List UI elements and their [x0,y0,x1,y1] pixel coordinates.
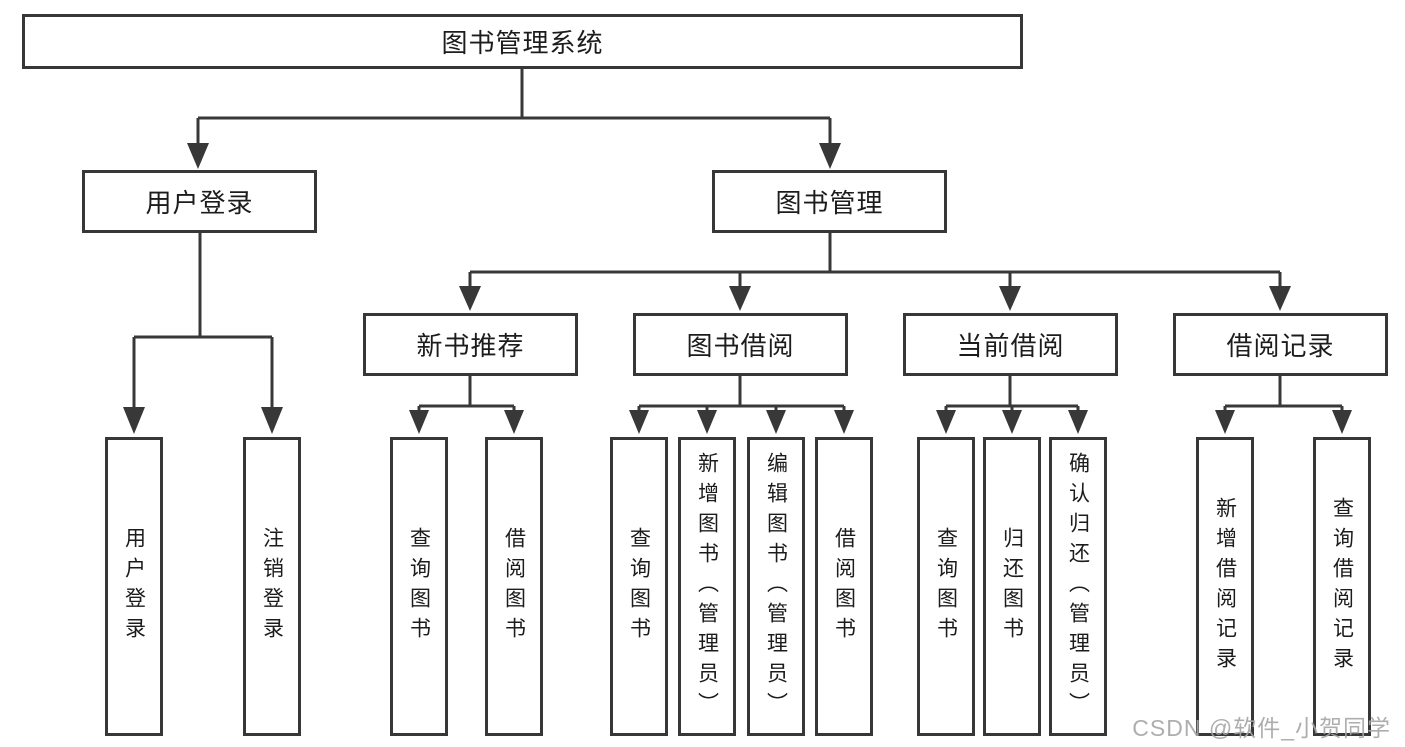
connector-user-login-children [132,232,274,410]
leaf-br-add-record: 新增借阅记录 [1196,437,1254,736]
leaf-user-login-label: 用户登录 [122,526,146,647]
leaf-cb-confirm-return-admin-label: 确认归还（管理员） [1066,451,1090,722]
leaf-logout: 注销登录 [243,437,301,736]
node-current-borrow-label: 当前借阅 [956,331,1065,361]
arrowhead-current-borrow [999,286,1021,311]
node-book-borrow-label: 图书借阅 [686,331,795,361]
connector-root-to-level2 [196,69,832,146]
leaf-logout-label: 注销登录 [260,526,284,647]
leaf-bb-add-book-admin-label: 新增图书（管理员） [695,451,719,722]
node-current-borrow: 当前借阅 [903,313,1118,376]
leaf-br-query-record: 查询借阅记录 [1313,437,1371,736]
leaf-nb-borrow-book-label: 借阅图书 [502,526,526,647]
node-user-login: 用户登录 [82,170,317,233]
connector-book-borrow-children [637,376,846,412]
arrowhead-borrow-record [1269,286,1291,311]
leaf-br-add-record-label: 新增借阅记录 [1213,496,1237,677]
arrowhead-nb-query [409,410,429,434]
node-borrow-record-label: 借阅记录 [1226,331,1335,361]
leaf-cb-return-book: 归还图书 [983,437,1041,736]
node-book-borrow: 图书借阅 [633,313,848,376]
node-book-management: 图书管理 [712,170,947,233]
node-root: 图书管理系统 [22,14,1023,69]
leaf-nb-query-book-label: 查询图书 [407,526,431,647]
leaf-bb-borrow-book: 借阅图书 [815,437,873,736]
leaf-cb-confirm-return-admin: 确认归还（管理员） [1049,437,1107,736]
arrowhead-cb-query [936,410,956,434]
arrowhead-login [123,407,145,434]
leaf-cb-return-book-label: 归还图书 [1000,526,1024,647]
node-book-management-label: 图书管理 [775,188,884,218]
leaf-bb-query-book-label: 查询图书 [627,526,651,647]
node-user-login-label: 用户登录 [145,188,254,218]
leaf-bb-query-book: 查询图书 [610,437,668,736]
arrowhead-logout [261,407,283,434]
arrowhead-bb-query [629,410,649,434]
arrowhead-cb-return [1002,410,1022,434]
leaf-bb-edit-book-admin: 编辑图书（管理员） [747,437,805,736]
leaf-nb-query-book: 查询图书 [390,437,448,736]
leaf-cb-query-book: 查询图书 [917,437,975,736]
arrowhead-book-management [819,143,841,169]
leaf-bb-add-book-admin: 新增图书（管理员） [678,437,736,736]
arrowhead-user-login [187,143,209,169]
connector-borrow-record-children [1223,376,1344,412]
arrowhead-br-add [1215,410,1235,434]
watermark: CSDN @软件_小贺同学 [1132,715,1391,741]
leaf-nb-borrow-book: 借阅图书 [485,437,543,736]
arrowhead-bb-add [697,410,717,434]
arrowhead-new-book [459,286,481,311]
node-root-label: 图书管理系统 [441,28,604,58]
connector-book-management-children [468,233,1282,288]
arrowhead-book-borrow [729,286,751,311]
connector-new-book-children [417,376,516,412]
leaf-cb-query-book-label: 查询图书 [934,526,958,647]
arrowhead-nb-borrow [504,410,524,434]
node-borrow-record: 借阅记录 [1173,313,1388,376]
connector-current-borrow-children [944,376,1080,412]
arrowhead-bb-edit [766,410,786,434]
leaf-bb-borrow-book-label: 借阅图书 [832,526,856,647]
arrowhead-cb-confirm [1068,410,1088,434]
arrowhead-br-query [1332,410,1352,434]
leaf-br-query-record-label: 查询借阅记录 [1330,496,1354,677]
node-new-book-recommend-label: 新书推荐 [416,331,525,361]
arrowhead-bb-borrow [834,410,854,434]
node-new-book-recommend: 新书推荐 [363,313,578,376]
leaf-user-login: 用户登录 [105,437,163,736]
leaf-bb-edit-book-admin-label: 编辑图书（管理员） [764,451,788,722]
